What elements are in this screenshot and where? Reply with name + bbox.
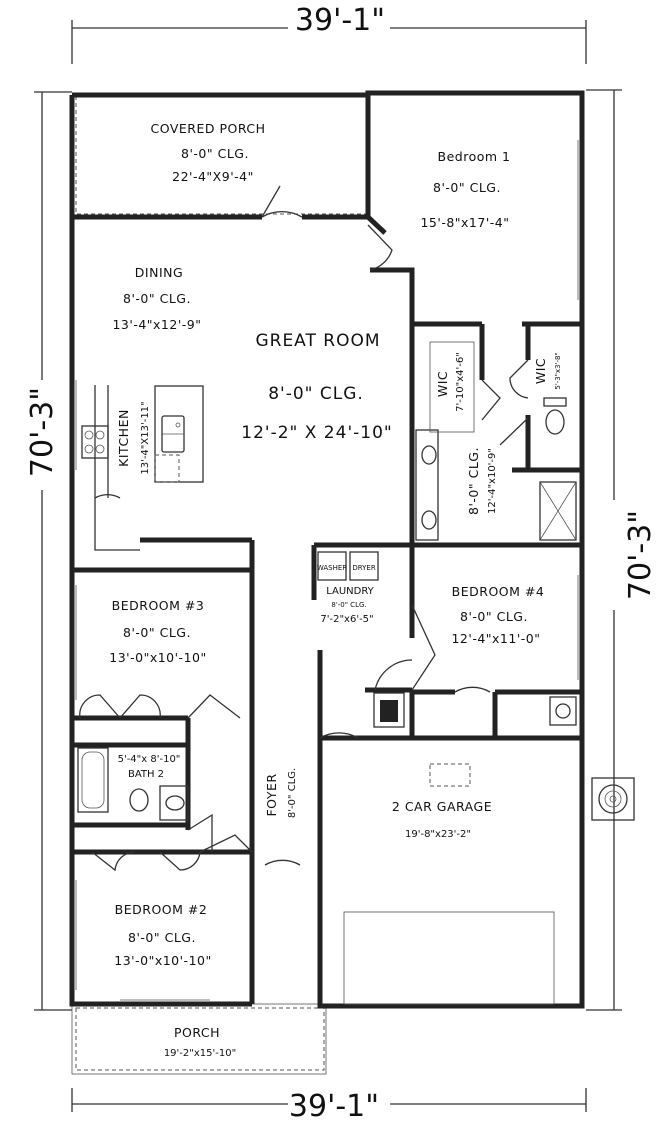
bedroom2-name: BEDROOM #2 xyxy=(115,902,208,917)
garage-size: 19'-8"x23'-2" xyxy=(405,829,471,840)
bedroom4-ceiling: 8'-0" CLG. xyxy=(460,609,528,624)
laundry-ceiling: 8'-0" CLG. xyxy=(331,601,366,609)
room-great-room: GREAT ROOM 8'-0" CLG. 12'-2" X 24'-10" xyxy=(241,331,392,443)
tub-icon xyxy=(77,747,109,813)
room-porch: PORCH 19'-2"x15'-10" xyxy=(164,1025,236,1059)
room-foyer: FOYER 8'-0" CLG. xyxy=(264,768,298,818)
room-bedroom1: Bedroom 1 8'-0" CLG. 15'-8"x17'-4" xyxy=(420,149,511,230)
shower-icon xyxy=(539,481,577,541)
room-covered-porch: COVERED PORCH 8'-0" CLG. 22'-4"X9'-4" xyxy=(150,121,265,184)
bath2-size: 5'-4"x 8'-10" xyxy=(118,754,181,765)
bedroom1-size: 15'-8"x17'-4" xyxy=(420,215,509,230)
bedroom2-size: 13'-0"x10'-10" xyxy=(114,953,211,968)
laundry-name: LAUNDRY xyxy=(326,586,374,597)
bedroom2-ceiling: 8'-0" CLG. xyxy=(128,930,196,945)
top-width-dimension: 39'-1" xyxy=(295,3,385,38)
porch-outline xyxy=(75,1007,325,1071)
room-wic1: WIC 7'-10"x4'-6" xyxy=(429,341,475,433)
washer-label: WASHER xyxy=(317,564,347,572)
covered-porch-outline xyxy=(75,95,367,215)
master-bath-ceiling: 8'-0" CLG. xyxy=(466,447,481,515)
great-room-size: 12'-2" X 24'-10" xyxy=(241,423,392,443)
dryer-label: DRYER xyxy=(352,564,376,572)
covered-porch-ceiling: 8'-0" CLG. xyxy=(181,146,249,161)
garage-door xyxy=(343,911,555,1005)
dishwasher xyxy=(154,454,180,483)
interior-walls xyxy=(72,95,582,865)
washer-dryer xyxy=(317,551,379,581)
great-room-name: GREAT ROOM xyxy=(255,331,380,351)
room-master-bath: 8'-0" CLG. 12'-4"x10'-9" xyxy=(466,447,498,515)
sink-icon xyxy=(161,415,185,453)
room-bedroom4: BEDROOM #4 8'-0" CLG. 12'-4"x11'-0" xyxy=(451,584,545,646)
dimension-lines xyxy=(34,20,622,1112)
water-heater-icon xyxy=(373,692,405,728)
wic1-size: 7'-10"x4'-6" xyxy=(455,352,466,412)
room-bedroom2: BEDROOM #2 8'-0" CLG. 13'-0"x10'-10" xyxy=(114,902,211,968)
room-kitchen: KITCHEN 13'-4"X13'-11" xyxy=(116,401,151,474)
room-garage: 2 CAR GARAGE 19'-8"x23'-2" xyxy=(392,799,492,840)
room-bath2: 5'-4"x 8'-10" BATH 2 xyxy=(118,754,181,780)
porch-name: PORCH xyxy=(174,1025,220,1040)
bedroom3-ceiling: 8'-0" CLG. xyxy=(123,625,191,640)
bedroom3-size: 13'-0"x10'-10" xyxy=(109,650,206,665)
master-vanity xyxy=(415,429,439,541)
bath2-name: BATH 2 xyxy=(128,769,164,780)
wic1-name: WIC xyxy=(435,371,450,397)
wic2-size: 5'-3"x3'-8" xyxy=(554,352,562,389)
kitchen-name: KITCHEN xyxy=(116,409,131,467)
porch-size: 19'-2"x15'-10" xyxy=(164,1048,236,1059)
attic-access xyxy=(429,763,471,787)
covered-porch-size: 22'-4"X9'-4" xyxy=(172,169,254,184)
master-bath-size: 12'-4"x10'-9" xyxy=(487,448,498,514)
bath2-fixtures xyxy=(129,785,189,821)
bottom-width-dimension: 39'-1" xyxy=(289,1089,379,1124)
right-depth-dimension: 70'-3" xyxy=(623,510,658,600)
bedroom1-ceiling: 8'-0" CLG. xyxy=(433,180,501,195)
garage-name: 2 CAR GARAGE xyxy=(392,799,492,814)
bedroom4-name: BEDROOM #4 xyxy=(452,584,545,599)
dining-ceiling: 8'-0" CLG. xyxy=(123,291,191,306)
covered-porch-name: COVERED PORCH xyxy=(150,121,265,136)
left-depth-dimension: 70'-3" xyxy=(25,387,60,477)
ac-unit-icon xyxy=(591,777,635,821)
bedroom3-name: BEDROOM #3 xyxy=(112,598,205,613)
foyer-ceiling: 8'-0" CLG. xyxy=(287,768,298,818)
bedroom1-name: Bedroom 1 xyxy=(438,149,511,164)
range-icon xyxy=(81,425,109,459)
room-laundry: LAUNDRY 8'-0" CLG. 7'-2"x6'-5" xyxy=(320,586,374,625)
room-dining: DINING 8'-0" CLG. 13'-4"x12'-9" xyxy=(112,265,201,332)
foyer-name: FOYER xyxy=(264,773,279,816)
wic2-name: WIC xyxy=(533,358,548,384)
dining-size: 13'-4"x12'-9" xyxy=(112,317,201,332)
laundry-size: 7'-2"x6'-5" xyxy=(320,614,373,625)
doors xyxy=(79,185,529,872)
dining-name: DINING xyxy=(135,265,183,280)
toilet-icon xyxy=(543,397,567,435)
great-room-ceiling: 8'-0" CLG. xyxy=(268,384,364,404)
bedroom4-size: 12'-4"x11'-0" xyxy=(451,631,540,646)
room-bedroom3: BEDROOM #3 8'-0" CLG. 13'-0"x10'-10" xyxy=(109,598,206,665)
room-wic2: WIC 5'-3"x3'-8" xyxy=(533,352,562,389)
kitchen-size: 13'-4"X13'-11" xyxy=(140,401,151,474)
windows xyxy=(75,140,579,1001)
garage-equipment xyxy=(549,696,577,726)
